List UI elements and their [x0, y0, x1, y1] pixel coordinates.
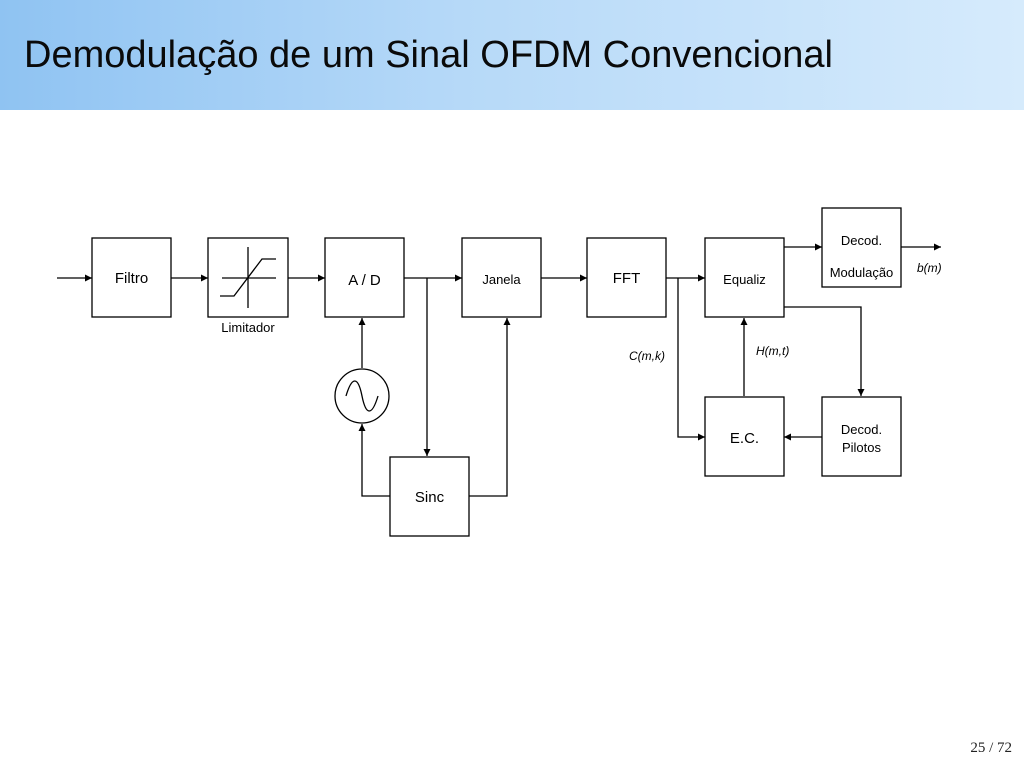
fft-block [586, 237, 667, 318]
equaliz-block [704, 237, 785, 318]
sinc-block [389, 456, 470, 537]
fft-label: FFT [613, 270, 641, 287]
filtro-label: Filtro [115, 270, 148, 287]
ec-label: E.C. [730, 430, 759, 447]
sinc-to-oscillator-arrow [358, 424, 390, 497]
decod-modulacao-block [821, 207, 902, 288]
decod-pilotos-block [821, 396, 902, 477]
ad-label: A / D [348, 272, 381, 289]
limitador-label: Limitador [221, 320, 275, 335]
decod-mod-label-line1: Decod. [841, 233, 882, 248]
decod-mod-label-line2: Modulação [830, 265, 894, 280]
signal-h-label: H(m,t) [756, 344, 789, 358]
fft-to-ec-arrow [677, 278, 705, 441]
decod-pil-label-line2: Pilotos [842, 440, 882, 455]
janela-block [461, 237, 542, 318]
equaliz-label: Equaliz [723, 272, 766, 287]
ec-block [704, 396, 785, 477]
sine-wave-icon [345, 380, 379, 412]
signal-b-label: b(m) [917, 261, 942, 275]
limiter-transfer-icon [220, 247, 276, 308]
title-bar: Demodulação de um Sinal OFDM Convenciona… [0, 0, 1024, 110]
page-title: Demodulação de um Sinal OFDM Convenciona… [24, 34, 833, 76]
page-number: 25 / 72 [970, 740, 1012, 756]
sinc-label: Sinc [415, 489, 445, 506]
sinc-to-janela-arrow [469, 318, 511, 497]
equaliz-to-decod-pil-arrow [784, 306, 865, 396]
signal-c-label: C(m,k) [629, 349, 665, 363]
filtro-block [91, 237, 172, 318]
decod-pil-label-line1: Decod. [841, 422, 882, 437]
janela-label: Janela [482, 272, 521, 287]
ad-block [324, 237, 405, 318]
